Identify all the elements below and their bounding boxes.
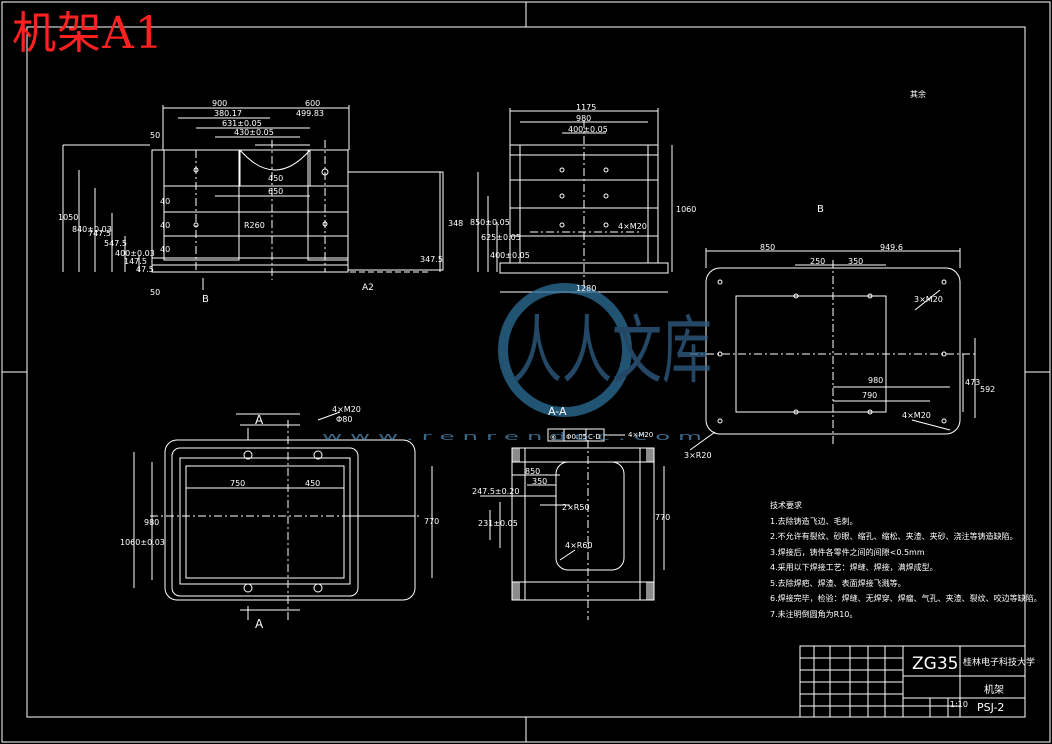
dim-b-1: 949.6	[880, 243, 903, 252]
dim-b-3: 350	[848, 257, 863, 266]
dim-aa-1: 350	[532, 477, 547, 486]
dim-front-12: 747.5	[88, 229, 111, 238]
dim-front-17: 40	[160, 197, 170, 206]
note-item: 6.焊接完毕，检验：焊缝、无焊穿、焊瘤、气孔、夹渣、裂纹、咬边等缺陷。	[770, 594, 1042, 603]
note-item: 4.采用以下焊接工艺：焊缝、焊接，满焊成型。	[770, 563, 938, 572]
dim-b-0: 850	[760, 243, 775, 252]
dim-b-2: 250	[810, 257, 825, 266]
dim-sec-5: 4×M20	[332, 405, 361, 414]
dim-front-4: 631±0.05	[222, 119, 262, 128]
dim-sec-0: 750	[230, 479, 245, 488]
dim-front-0: 900	[212, 99, 227, 108]
dim-b-7: 592	[980, 385, 995, 394]
dim-aa-5: 4×R60	[565, 541, 593, 550]
note-item: 2.不允许有裂纹、砂眼、缩孔、缩松、夹渣、夹砂、浇注等铸造缺陷。	[770, 532, 1018, 541]
notes-title: 技术要求	[770, 501, 802, 510]
dim-front-2: 600	[305, 99, 320, 108]
sheet-title: 机架A1	[12, 8, 164, 59]
dim-front-16: 47.5	[136, 265, 154, 274]
hatching	[512, 448, 654, 600]
note-item: 3.焊接后，铸件各零件之间的间隙<0.5mm	[770, 547, 925, 557]
frame-datum: C-D	[588, 433, 601, 441]
dim-sec-6: Φ80	[336, 415, 352, 424]
dim-front-8: R260	[244, 221, 265, 230]
dim-b-8: 3×M20	[914, 295, 943, 304]
dim-b-6: 473	[965, 378, 980, 387]
dim-sec-3: 1060±0.03	[120, 538, 165, 547]
dim-front-21: 347.5	[420, 255, 443, 264]
title-block	[799, 645, 1026, 718]
dim-aa-0: 850	[525, 467, 540, 476]
dim-side-2: 400±0.05	[568, 125, 608, 134]
dim-front-13: 547.5	[104, 239, 127, 248]
dim-b-4: 980	[868, 376, 883, 385]
dim-side-1: 980	[576, 114, 591, 123]
technical-requirements: 技术要求 1.去除铸造飞边、毛刺。 2.不允许有裂纹、砂眼、缩孔、缩松、夹渣、夹…	[770, 498, 1042, 622]
section-label-bottom: A	[255, 617, 264, 631]
note-item: 1.去除铸造飞边、毛刺。	[770, 516, 858, 526]
dim-side-5: 400±0.05	[490, 251, 530, 260]
view-arrow-b: B	[202, 294, 209, 305]
dim-front-7: 650	[268, 187, 283, 196]
frame-symbol: ◎	[550, 433, 556, 441]
title-block-material: ZG35	[912, 654, 959, 674]
dim-front-20: 348	[448, 219, 463, 228]
title-block-school: 桂林电子科技大学	[963, 658, 1036, 668]
roughness-label: 其余	[910, 89, 926, 99]
dim-side-6: 1060	[676, 205, 696, 214]
watermark-url: w w w . r e n r e n d o c . c o m	[322, 430, 702, 443]
section-label-top: A	[255, 413, 264, 427]
dim-front-3: 499.83	[296, 109, 324, 118]
dim-front-18: 40	[160, 221, 170, 230]
section-aa	[480, 428, 665, 620]
dim-sec-4: 770	[424, 517, 439, 526]
title-block-code: PSJ-2	[977, 701, 1005, 714]
dim-front-5: 430±0.05	[234, 128, 274, 137]
front-cut-label: A2	[362, 283, 374, 293]
dim-front-19: 40	[160, 245, 170, 254]
view-b	[689, 248, 976, 451]
dim-sec-1: 450	[305, 479, 320, 488]
dim-aa-4: 2×R50	[562, 503, 590, 512]
dim-front-15: 147.5	[124, 257, 147, 266]
dim-aa-2: 247.5±0.20	[472, 487, 519, 496]
frame-tolerance: Φ0.05	[566, 433, 587, 441]
section-aa-surface: 4×M20	[628, 431, 653, 439]
dim-side-4: 625±0.05	[481, 233, 521, 242]
dim-b-9: 4×M20	[902, 411, 931, 420]
dim-side-3: 850±0.05	[470, 218, 510, 227]
dim-front-10: 1050	[58, 213, 78, 222]
dim-front-11: 840±0.03	[72, 225, 112, 234]
dim-sec-2: 980	[144, 518, 159, 527]
front-view	[62, 105, 444, 290]
dim-side-8: 4×M20	[618, 222, 647, 231]
note-item: 5.去除焊疤、焊渣、表面焊接飞溅等。	[770, 578, 906, 588]
dim-aa-6: 770	[655, 513, 670, 522]
dim-front-14: 400±0.03	[115, 249, 155, 258]
dim-front-22: 50	[150, 288, 160, 297]
note-item: 7.未注明倒圆角为R10。	[770, 609, 858, 619]
dim-front-6: 450	[268, 174, 283, 183]
watermark: 人人文库 w w w . r e n r e n d o c . c o m	[322, 283, 712, 443]
section-view	[133, 411, 433, 620]
dim-b-10: 3×R20	[684, 451, 712, 460]
dim-side-7: 1280	[576, 284, 596, 293]
view-b-label: B	[817, 204, 824, 215]
title-block-scale: 1:10	[950, 700, 968, 709]
section-aa-label: A-A	[548, 405, 567, 418]
dim-aa-3: 231±0.05	[478, 519, 518, 528]
dim-front-1: 380.17	[214, 109, 242, 118]
dim-side-0: 1175	[576, 103, 596, 112]
title-block-part: 机架	[984, 685, 1004, 696]
side-view	[477, 108, 673, 293]
dim-front-9: 50	[150, 131, 160, 140]
watermark-text: 人人文库	[512, 308, 712, 394]
dim-b-5: 790	[862, 391, 877, 400]
